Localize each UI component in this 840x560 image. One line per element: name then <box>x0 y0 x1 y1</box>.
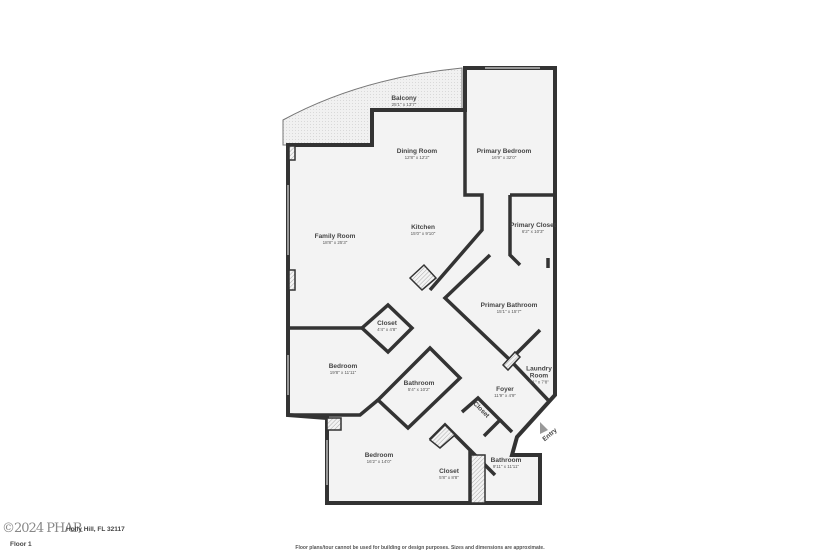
room-dims: 5'4" x 10'2" <box>407 387 431 392</box>
room-name: Laundry Room <box>526 365 552 380</box>
room-name: Bathroom <box>403 380 435 387</box>
floor-label: Floor 1 <box>10 541 32 548</box>
room-dims: 25'1" x 13'7" <box>391 102 417 107</box>
room-name: Bedroom <box>328 363 358 370</box>
watermark: ©2024 PHAR <box>2 521 82 536</box>
room-name: Foyer <box>496 386 514 393</box>
interior-walls <box>288 110 555 503</box>
address: Holly Hill, FL 32117 <box>66 526 125 533</box>
room-dims: 6'2" x 10'3" <box>521 229 545 234</box>
room-dims: 15'0" x 9'10" <box>410 231 436 236</box>
disclaimer: Floor plans/tour cannot be used for buil… <box>295 545 545 551</box>
room-name: Balcony <box>391 95 417 102</box>
room-dims: 5'8" x 8'8" <box>439 475 459 480</box>
hatched-columns <box>288 145 522 504</box>
windows <box>287 67 540 485</box>
room-dims: 9'11" x 11'11" <box>492 464 520 469</box>
room-name: Bathroom <box>490 457 522 464</box>
room-name: Primary Bedroom <box>476 148 532 155</box>
room-dims: 16'2" x 14'0" <box>366 459 392 464</box>
room-dims: 16'9" x 32'0" <box>491 155 517 160</box>
room-name: Closet <box>439 468 459 475</box>
room-name: Primary Bathroom <box>480 302 538 309</box>
room-dims: 4'4" x 4'8" <box>377 327 397 332</box>
room-dims: 6'1" x 7'8" <box>529 379 549 385</box>
room-name: Kitchen <box>411 224 435 231</box>
room-name: Dining Room <box>396 148 438 155</box>
room-dims: 18'8" x 25'3" <box>322 240 348 245</box>
room-dims: 15'1" x 15'7" <box>496 309 522 314</box>
room-name: Primary Closet <box>510 222 556 229</box>
room-dims: 19'8" x 11'11" <box>329 370 357 375</box>
entry-arrow-icon <box>540 422 548 434</box>
room-name: Bedroom <box>364 452 394 459</box>
room-dims: 11'9" x 4'9" <box>494 393 516 398</box>
room-name: Family Room <box>314 233 356 240</box>
room-dims: 12'8" x 12'2" <box>404 155 430 160</box>
room-name: Closet <box>377 320 397 327</box>
